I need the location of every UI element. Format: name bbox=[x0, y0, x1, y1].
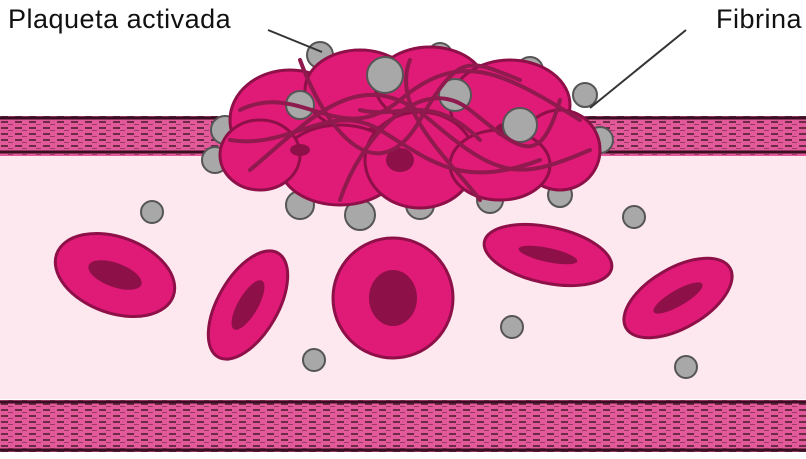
vessel-wall-bottom bbox=[0, 400, 806, 452]
platelet-icon bbox=[501, 316, 523, 338]
platelet-icon bbox=[675, 356, 697, 378]
platelet-icon bbox=[141, 201, 163, 223]
red-blood-cell-icon bbox=[333, 238, 453, 358]
fibrin-leader bbox=[590, 30, 686, 108]
activated-platelet-leader bbox=[268, 30, 322, 52]
platelet-icon bbox=[623, 206, 645, 228]
platelet-icon bbox=[303, 349, 325, 371]
